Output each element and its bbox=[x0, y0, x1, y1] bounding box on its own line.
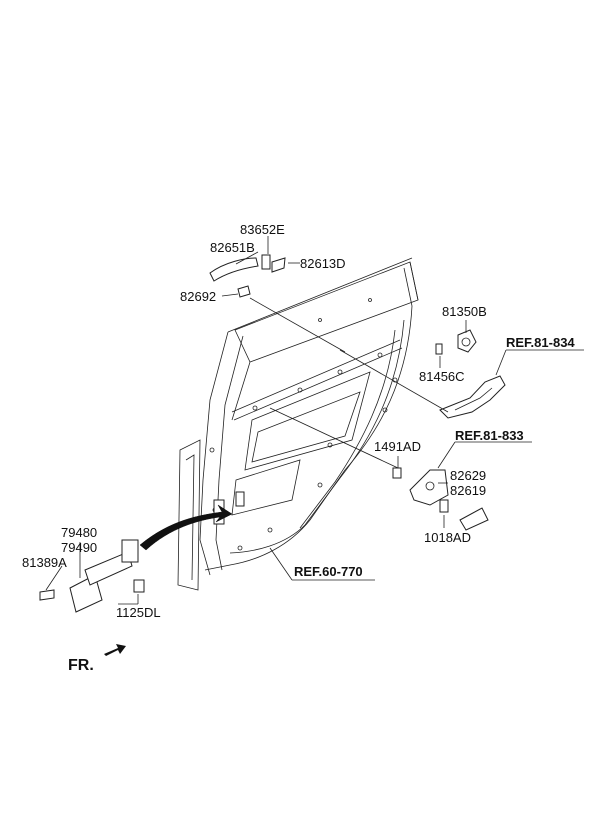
ref-81-834: REF.81-834 bbox=[506, 335, 575, 350]
label-82651B: 82651B bbox=[210, 240, 255, 255]
ref-81-833: REF.81-833 bbox=[455, 428, 524, 443]
label-1491AD: 1491AD bbox=[374, 439, 421, 454]
label-79480: 79480 bbox=[61, 525, 97, 540]
label-81456C: 81456C bbox=[419, 369, 465, 384]
label-82629: 82629 bbox=[450, 468, 486, 483]
label-82619: 82619 bbox=[450, 483, 486, 498]
latch-assembly-icon bbox=[392, 467, 489, 531]
label-82692: 82692 bbox=[180, 289, 216, 304]
fr-arrow-icon bbox=[104, 644, 126, 656]
handle-cover-icon bbox=[435, 329, 506, 419]
label-81350B: 81350B bbox=[442, 304, 487, 319]
label-79490: 79490 bbox=[61, 540, 97, 555]
label-81389A: 81389A bbox=[22, 555, 67, 570]
label-1125DL: 1125DL bbox=[116, 605, 161, 620]
door-checker-icon bbox=[39, 504, 233, 613]
label-83652E: 83652E bbox=[240, 222, 285, 237]
ref-60-770: REF.60-770 bbox=[294, 564, 363, 579]
label-1018AD: 1018AD bbox=[424, 530, 471, 545]
label-82613D: 82613D bbox=[300, 256, 346, 271]
fr-label: FR. bbox=[68, 657, 94, 674]
outside-handle-icon bbox=[209, 254, 286, 298]
door-shell-icon bbox=[177, 257, 419, 591]
